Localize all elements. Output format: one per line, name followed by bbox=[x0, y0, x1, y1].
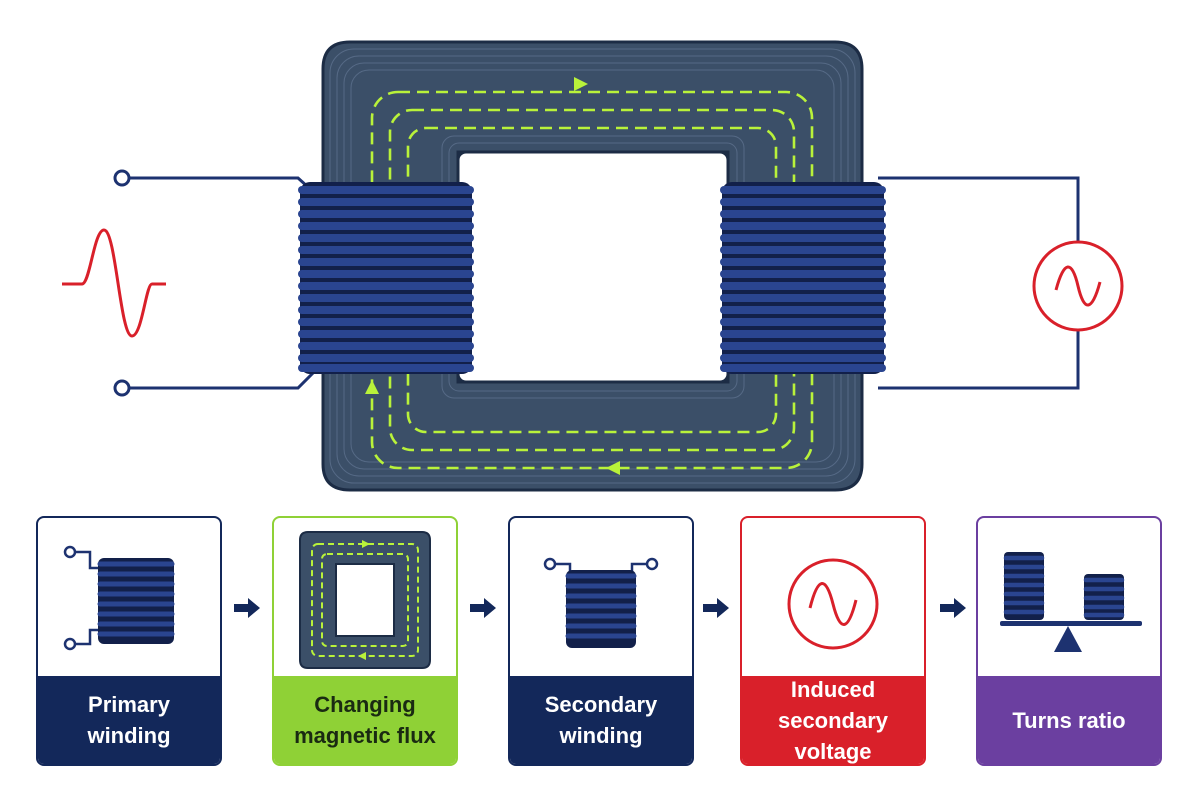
step-label: Secondary winding bbox=[510, 676, 692, 764]
primary-coil bbox=[298, 182, 474, 374]
step-card-changing-magnetic-flux: Changing magnetic flux bbox=[272, 516, 458, 766]
flux-core-icon bbox=[299, 531, 431, 669]
primary-terminal-bottom[interactable] bbox=[113, 379, 131, 397]
step-label: Primary winding bbox=[38, 676, 220, 764]
secondary-leads bbox=[878, 176, 1080, 390]
balance-scale-icon bbox=[1000, 552, 1142, 652]
secondary-coil-icon bbox=[543, 557, 659, 648]
core-window bbox=[456, 150, 730, 384]
step-card-induced-secondary-voltage: Induced secondary voltage bbox=[740, 516, 926, 766]
arrow-right-icon bbox=[703, 598, 729, 618]
ac-input-waveform-icon bbox=[62, 228, 166, 338]
transformer-diagram bbox=[62, 40, 1124, 492]
step-label: Changing magnetic flux bbox=[274, 676, 456, 764]
secondary-coil bbox=[720, 182, 886, 374]
arrow-right-icon bbox=[470, 598, 496, 618]
primary-coil-icon bbox=[63, 545, 175, 651]
step-label: Induced secondary voltage bbox=[742, 676, 924, 764]
arrow-right-icon bbox=[940, 598, 966, 618]
step-card-turns-ratio: Turns ratio bbox=[976, 516, 1162, 766]
primary-terminal-top[interactable] bbox=[113, 169, 131, 187]
arrow-right-icon bbox=[234, 598, 260, 618]
ac-source-icon bbox=[787, 558, 879, 650]
step-label: Turns ratio bbox=[978, 676, 1160, 764]
ac-meter-sine bbox=[1054, 265, 1102, 307]
step-card-secondary-winding: Secondary winding bbox=[508, 516, 694, 766]
step-card-primary-winding: Primary winding bbox=[36, 516, 222, 766]
